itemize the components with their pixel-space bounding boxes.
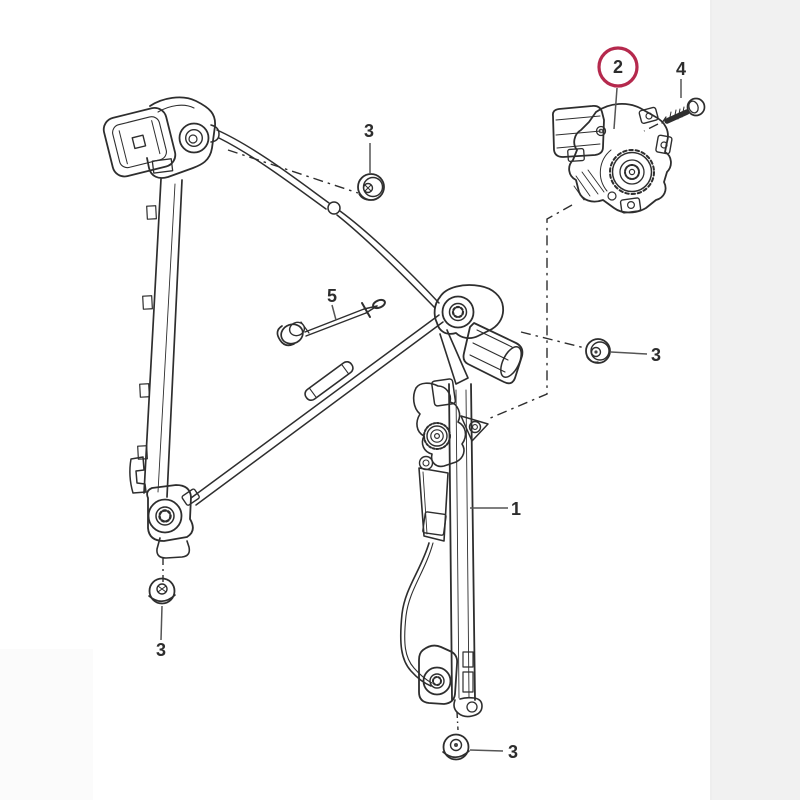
callout-part2-label[interactable]: 2	[612, 57, 624, 77]
grommet-bottom-right-drawing	[442, 733, 470, 761]
callout-part3-right-label[interactable]: 3	[650, 345, 662, 365]
bolt-drawing	[661, 97, 706, 124]
callout-part3-bottom-right-label[interactable]: 3	[507, 742, 519, 762]
drive-cable-drawing	[190, 129, 444, 506]
highlight-circle-part2	[597, 46, 639, 88]
callout-part5-label[interactable]: 5	[326, 286, 338, 306]
callout-leader-lines	[160, 79, 682, 752]
callout-part3-top-label[interactable]: 3	[363, 121, 375, 141]
grommet-right-drawing	[585, 338, 611, 364]
left-regulator-rail-drawing	[102, 96, 220, 559]
callout-part4-label[interactable]: 4	[675, 59, 687, 79]
grommet-top-drawing	[357, 173, 385, 201]
callout-part1-label[interactable]: 1	[510, 499, 522, 519]
alignment-dash-dot-lines	[162, 123, 659, 731]
grommet-bottom-left-drawing	[148, 577, 176, 605]
motor-assembly-drawing	[551, 103, 673, 214]
callout-part3-bottom-left-label[interactable]: 3	[155, 640, 167, 660]
clip-pin-drawing	[276, 298, 386, 347]
right-regulator-rail-drawing	[399, 284, 524, 718]
